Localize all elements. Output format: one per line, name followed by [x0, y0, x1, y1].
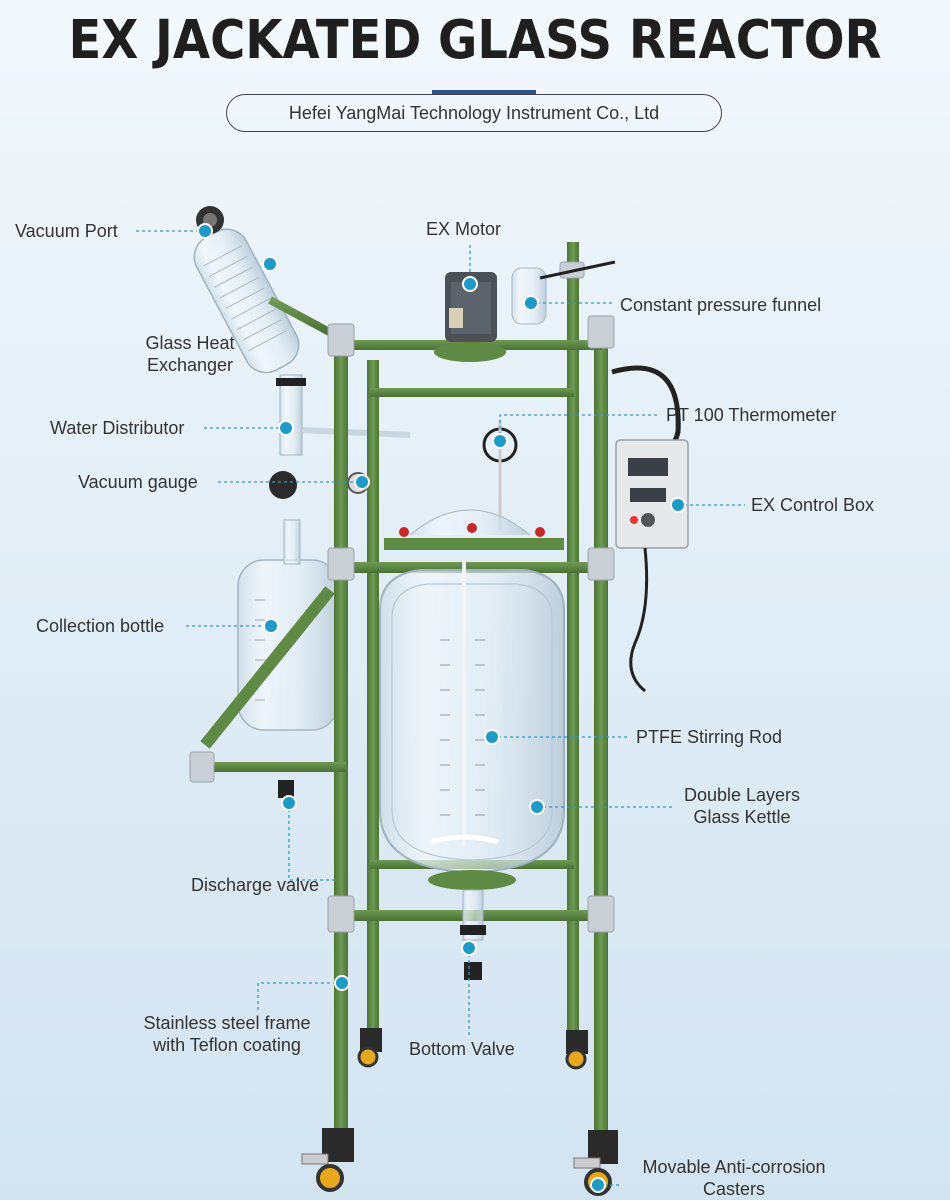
label-stainless-frame: Stainless steel frame with Teflon coatin… — [143, 1013, 311, 1055]
callout-dot-thermometer — [492, 433, 508, 449]
label-casters: Movable Anti-corrosion Casters — [642, 1157, 826, 1199]
callout-dot-bottom-valve — [461, 940, 477, 956]
double-layer-glass-kettle — [379, 509, 565, 890]
bottom-valve — [460, 889, 486, 980]
collection-bottle — [237, 519, 339, 798]
callout-dot-vacuum-gauge — [354, 474, 370, 490]
label-bottom-valve: Bottom Valve — [409, 1039, 515, 1059]
label-ex-control-box: EX Control Box — [751, 495, 875, 515]
vacuum-gauge — [269, 471, 369, 499]
callout-dot-vacuum-port — [197, 223, 213, 239]
callout-dot-control-box — [670, 497, 686, 513]
label-glass-heat-exchanger: Glass Heat Exchanger — [145, 333, 235, 375]
callout-dot-funnel — [523, 295, 539, 311]
label-pt100-thermometer: PT 100 Thermometer — [666, 405, 837, 425]
callout-dot-collection-bottle — [263, 618, 279, 634]
label-discharge-valve: Discharge valve — [191, 875, 320, 895]
label-ptfe-stirring-rod: PTFE Stirring Rod — [636, 727, 783, 747]
ex-control-box — [615, 439, 689, 693]
callout-dots — [197, 223, 686, 1193]
callout-dot-stirring-rod — [484, 729, 500, 745]
glass-heat-exchanger — [193, 228, 337, 374]
callout-dot-kettle — [529, 799, 545, 815]
callout-dot-heat-exchanger — [262, 256, 278, 272]
company-name-badge: Hefei YangMai Technology Instrument Co.,… — [226, 94, 722, 132]
label-vacuum-port: Vacuum Port — [15, 221, 118, 241]
label-constant-pressure-funnel: Constant pressure funnel — [620, 295, 822, 315]
label-collection-bottle: Collection bottle — [36, 616, 165, 636]
label-double-layers-kettle: Double Layers Glass Kettle — [683, 785, 801, 827]
label-water-distributor: Water Distributor — [50, 418, 185, 438]
callout-dot-casters — [590, 1177, 606, 1193]
callout-dot-frame — [334, 975, 350, 991]
title-accent-bar — [432, 90, 536, 95]
callout-dot-motor — [462, 276, 478, 292]
callout-leaders — [136, 230, 745, 1186]
callout-dot-water-distributor — [278, 420, 294, 436]
label-vacuum-gauge: Vacuum gauge — [78, 472, 198, 492]
callout-dot-discharge-valve — [281, 795, 297, 811]
casters — [301, 1028, 618, 1196]
label-ex-motor: EX Motor — [426, 219, 502, 239]
ex-motor — [434, 272, 506, 362]
page-title: EX JACKATED GLASS REACTOR — [68, 8, 882, 72]
